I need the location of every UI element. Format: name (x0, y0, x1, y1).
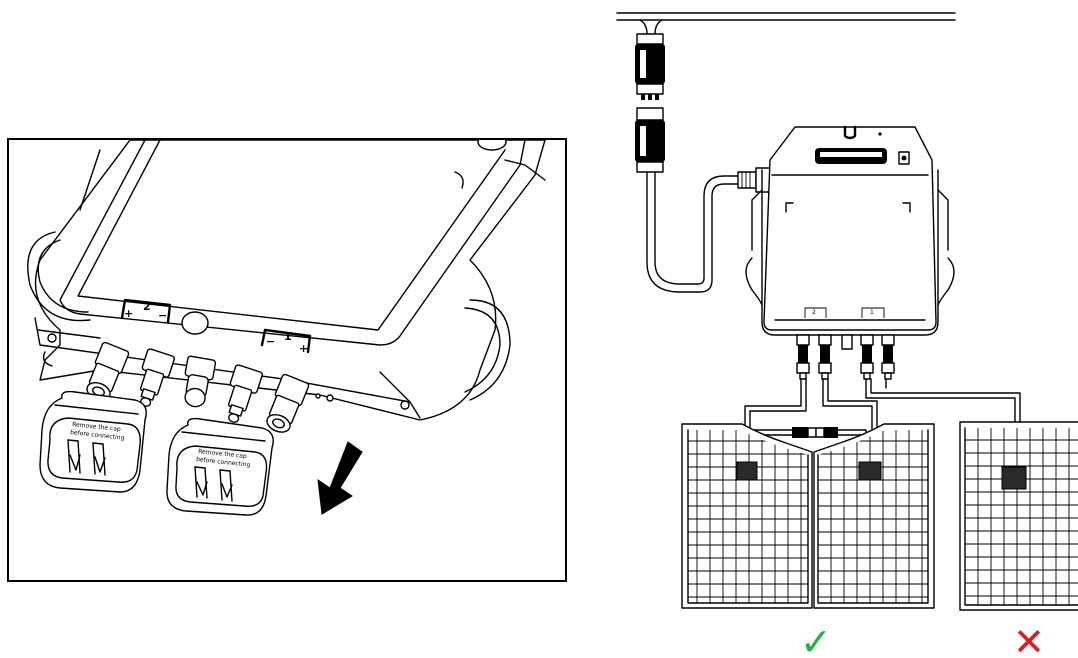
microinverter-unit: 2 1 (745, 125, 955, 380)
polarity-1-plus: + (299, 342, 308, 355)
port-mark-1: 1 (870, 309, 874, 316)
polarity-1-number: 1 (284, 330, 292, 343)
junction-box-right (1001, 466, 1027, 490)
ac-connector-plug (635, 33, 665, 100)
junction-box-left (736, 461, 758, 481)
ac-output-cable (646, 171, 739, 293)
solar-panel-middle (813, 423, 935, 609)
inverter-dc-connectors (796, 334, 895, 380)
detail-view: + 2 − − 1 + (7, 138, 567, 582)
polarity-2-number: 2 (143, 300, 151, 313)
solar-panel-right (959, 421, 1078, 611)
polarity-mark-1: − 1 + (260, 328, 312, 355)
protective-cap-left: Remove the cap before connecting (39, 390, 147, 493)
junction-box-middle (858, 461, 882, 481)
check-icon: ✓ (800, 620, 832, 658)
polarity-mark-2: + 2 − (120, 298, 172, 324)
polarity-2-plus: + (124, 307, 133, 320)
ground-screw-icon (181, 311, 209, 335)
cross-icon: ✕ (1013, 620, 1045, 658)
polarity-1-minus: − (266, 335, 275, 348)
ac-connector-socket (635, 107, 665, 173)
ac-trunk-cable (616, 12, 956, 35)
arrow-down-left-icon (317, 441, 363, 515)
polarity-2-minus: − (158, 309, 167, 322)
series-connector (792, 427, 838, 438)
wiring-view: 2 1 (616, 12, 1078, 658)
solar-panel-left (681, 423, 813, 609)
protective-cap-right: Remove the cap before connecting (166, 417, 274, 516)
port-mark-2: 2 (812, 309, 816, 316)
cable-gland (737, 167, 771, 193)
